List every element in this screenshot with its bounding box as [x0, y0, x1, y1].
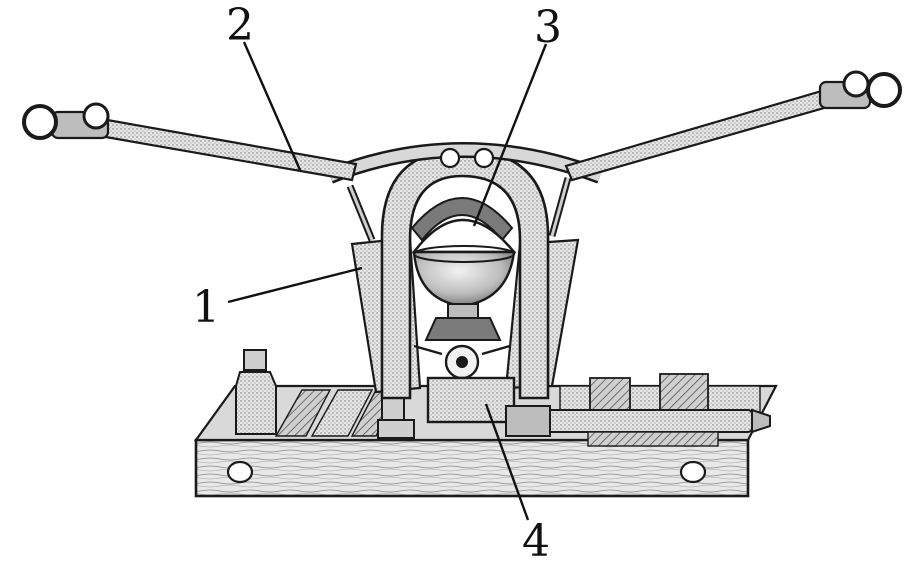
mounting-hole-right: [679, 460, 707, 484]
leader-3: [472, 43, 548, 227]
bowl: [411, 218, 517, 308]
leader-1: [227, 266, 363, 304]
top-crossbar: [327, 142, 603, 184]
handle-grip-right: [866, 72, 902, 108]
tie-rods: [346, 177, 572, 242]
callout-labels: 1 2 3 4: [192, 0, 562, 567]
callout-2: 2: [226, 0, 254, 51]
callout-4: 4: [522, 516, 550, 567]
leader-4: [484, 403, 530, 521]
base-block: [377, 376, 551, 439]
mounting-hole-left: [226, 460, 254, 484]
callout-3: 3: [534, 2, 562, 53]
right-blocks: [589, 373, 709, 413]
stem-assembly: [413, 303, 511, 380]
leader-2: [242, 41, 302, 171]
push-rod: [539, 408, 771, 447]
handle-arm-right: [564, 70, 902, 182]
callout-1: 1: [192, 282, 220, 333]
handle-arm-left: [22, 102, 358, 182]
handle-grip-left: [22, 104, 58, 140]
leader-lines: [227, 41, 548, 521]
bottle: [235, 349, 277, 435]
inner-bracket: [410, 197, 514, 242]
